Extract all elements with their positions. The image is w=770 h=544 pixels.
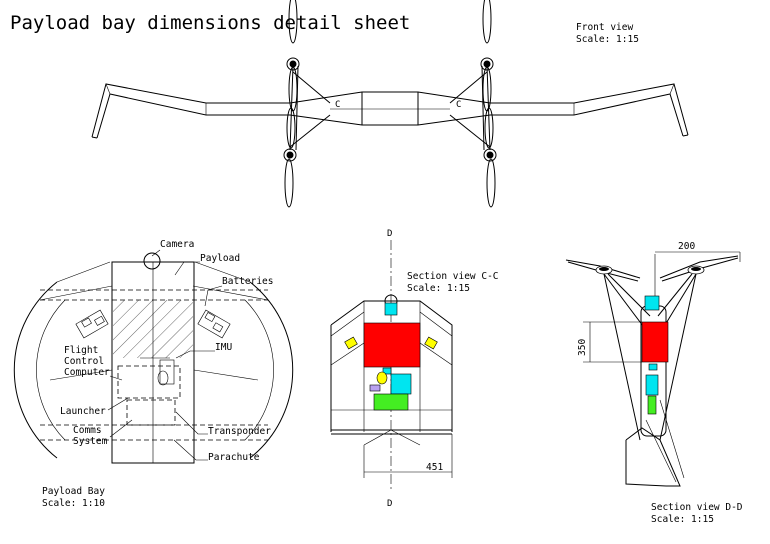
- callout-transponder: Transponder: [208, 426, 271, 437]
- front-view-left-rotors: [283, 0, 331, 208]
- payload-bay-view: Camera Payload Batteries IMU Flight Cont…: [13, 239, 294, 509]
- callout-fcc-line2: Control: [64, 356, 104, 367]
- section-mark-c-left: C: [335, 100, 340, 110]
- callout-launcher: Launcher: [60, 406, 106, 417]
- front-view-wing: [91, 83, 689, 139]
- front-view: Front view Scale: 1:15: [91, 0, 689, 208]
- section-cc-dimension: 451: [426, 462, 443, 473]
- callout-comms-line2: System: [73, 436, 108, 447]
- section-cc-label: Section view C-C: [407, 271, 499, 282]
- callout-fcc-line3: Computer: [64, 367, 110, 378]
- front-view-label: Front view: [576, 22, 633, 33]
- payload-hatched-zone: [113, 300, 193, 358]
- section-dd-payload: [641, 321, 669, 363]
- section-mark-c-right: C: [456, 100, 461, 110]
- callout-parachute: Parachute: [208, 452, 260, 463]
- section-dd-dimension-width: 200: [678, 241, 695, 252]
- callout-camera: Camera: [160, 239, 194, 250]
- section-cc-scale: Scale: 1:15: [407, 283, 470, 294]
- front-view-right-rotors: [449, 0, 497, 208]
- callout-payload: Payload: [200, 253, 240, 264]
- section-view-cc: D D Section view C-C Scale: 1:15: [330, 229, 499, 509]
- section-dd-label: Section view D-D: [651, 502, 743, 513]
- section-dd-scale: Scale: 1:15: [651, 514, 714, 525]
- section-cc-payload: [363, 322, 421, 368]
- callout-fcc-line1: Flight: [64, 345, 98, 356]
- front-view-scale: Scale: 1:15: [576, 34, 639, 45]
- section-cc-camera: [384, 302, 398, 316]
- payload-bay-scale: Scale: 1:10: [42, 498, 105, 509]
- section-cc-battery-left: [344, 336, 358, 350]
- section-dd-dimension-height: 350: [577, 339, 588, 356]
- callout-batteries: Batteries: [222, 276, 273, 287]
- payload-bay-label: Payload Bay: [42, 486, 105, 497]
- section-mark-d-top: D: [387, 229, 392, 239]
- section-mark-d-bottom: D: [387, 499, 392, 509]
- section-view-dd: 200 350 Section view D-D Scale: 1:15: [565, 241, 743, 525]
- callout-comms-line1: Comms: [73, 425, 102, 436]
- section-cc-battery-right: [424, 336, 438, 350]
- section-cc-green-module: [373, 393, 409, 411]
- sheet-title: Payload bay dimensions detail sheet: [10, 12, 410, 34]
- callout-imu: IMU: [215, 342, 232, 353]
